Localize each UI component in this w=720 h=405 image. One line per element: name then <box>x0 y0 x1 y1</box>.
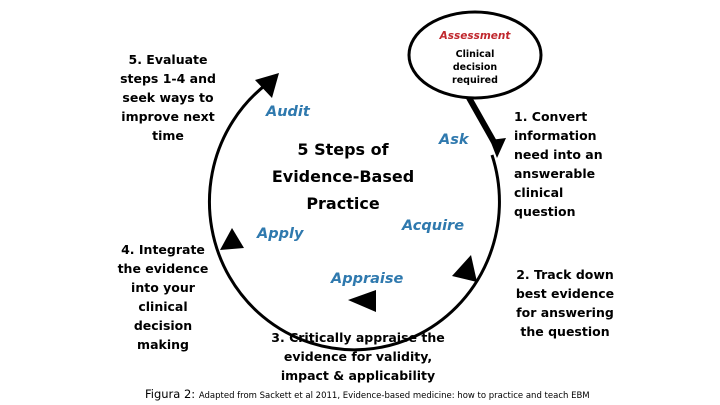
arrowhead-apply <box>220 228 244 250</box>
caption-label: Figura 2: <box>145 387 199 401</box>
assessment-connector <box>465 94 497 144</box>
arrowhead-ask <box>490 138 506 158</box>
assessment-body: Clinical decision required <box>411 48 539 87</box>
step-3-text: 3. Critically appraise the evidence for … <box>258 328 458 385</box>
phase-apply: Apply <box>257 226 304 242</box>
step-line: time <box>152 128 184 143</box>
step-line: 4. Integrate <box>121 242 205 257</box>
step-line: decision <box>133 318 193 333</box>
arrowhead-audit <box>255 73 279 98</box>
arrowhead-acquire <box>452 255 477 282</box>
phase-audit: Audit <box>266 104 310 120</box>
step-line: into your <box>131 280 195 295</box>
step-line: seek ways to <box>122 90 214 105</box>
phase-acquire: Acquire <box>402 218 465 234</box>
step-2-text: 2. Track down best evidence for answerin… <box>500 265 630 341</box>
assessment-title: Assessment <box>439 30 511 42</box>
step-line: question <box>514 204 576 219</box>
assessment-line: decision <box>452 62 498 73</box>
step-5-text: 5. Evaluate steps 1-4 and seek ways to i… <box>108 50 228 145</box>
step-line: 1. Convert <box>514 109 588 124</box>
step-line: steps 1-4 and <box>120 71 216 86</box>
phase-ask: Ask <box>439 132 469 148</box>
step-line: improve next <box>121 109 215 124</box>
step-line: 2. Track down <box>516 267 614 282</box>
step-line: clinical <box>138 299 188 314</box>
arrowhead-appraise <box>348 290 376 312</box>
step-line: impact & applicability <box>280 368 436 383</box>
assessment-line: Clinical <box>455 49 495 60</box>
assessment-ellipse <box>407 10 543 100</box>
figure-caption: Figura 2: Adapted from Sackett et al 201… <box>145 383 705 402</box>
step-line: clinical <box>514 185 564 200</box>
step-line: need into an <box>514 147 603 162</box>
cycle-arc <box>207 81 501 352</box>
center-title-line: Evidence-Based <box>271 167 415 186</box>
step-line: making <box>137 337 189 352</box>
step-line: information <box>514 128 597 143</box>
step-line: the evidence <box>117 261 209 276</box>
step-line: for answering <box>516 305 614 320</box>
center-title-line: 5 Steps of <box>297 140 389 159</box>
caption-text: Adapted from Sackett et al 2011, Evidenc… <box>198 391 590 401</box>
step-line: the question <box>520 324 610 339</box>
center-title-line: Practice <box>306 194 380 213</box>
step-line: best evidence <box>515 286 615 301</box>
step-line: answerable <box>514 166 596 181</box>
step-line: 5. Evaluate <box>128 52 208 67</box>
phase-appraise: Appraise <box>331 271 404 287</box>
step-1-text: 1. Convert information need into an answ… <box>514 107 634 221</box>
step-line: evidence for validity, <box>283 349 433 364</box>
center-title: 5 Steps of Evidence-Based Practice <box>268 136 418 217</box>
assessment-line: required <box>452 75 498 86</box>
step-4-text: 4. Integrate the evidence into your clin… <box>103 240 223 354</box>
step-line: 3. Critically appraise the <box>271 330 445 345</box>
